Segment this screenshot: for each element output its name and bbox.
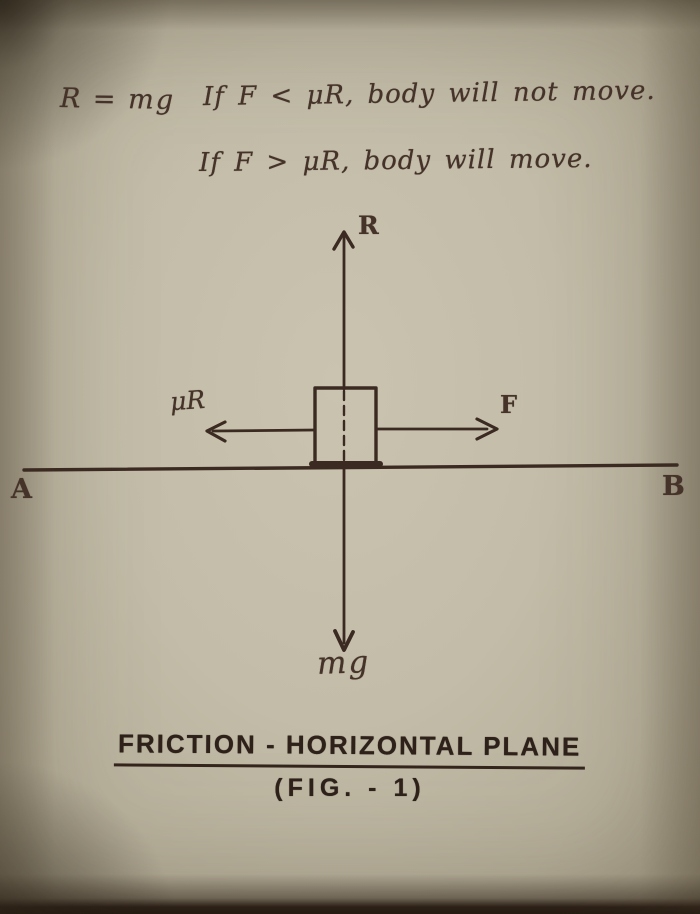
figure-number: (FIG. - 1) [274, 774, 426, 802]
caption-block: FRICTION - HORIZONTAL PLANE (FIG. - 1) [28, 728, 672, 803]
normal-force-label: R [358, 211, 379, 240]
friction-force-label: μR [169, 384, 207, 417]
surface-left-label: A [11, 474, 32, 505]
weight-arrowhead-icon [333, 629, 355, 652]
figure-title: FRICTION - HORIZONTAL PLANE [114, 728, 586, 770]
weight-label: mg [316, 644, 371, 682]
block [313, 386, 378, 466]
surface-right-label: B [662, 471, 685, 502]
normal-force-arrowhead-icon [332, 230, 355, 251]
applied-force-arrowhead-icon [475, 417, 499, 441]
friction-arrow [211, 428, 317, 433]
ground-line [22, 463, 679, 472]
applied-force-label: F [500, 390, 518, 419]
friction-arrowhead-icon [205, 420, 227, 443]
